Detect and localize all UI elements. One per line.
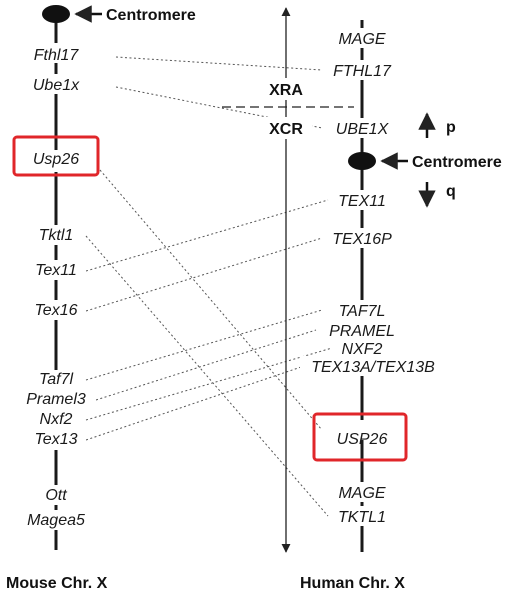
- mouse-gene-ube1x: Ube1x: [33, 77, 80, 94]
- mouse-gene-usp26: Usp26: [33, 151, 79, 168]
- human-centromere: [348, 152, 376, 170]
- homology-line-fthl17: [115, 56, 323, 71]
- human-chromosome-label: Human Chr. X: [300, 575, 405, 592]
- mouse-gene-tktl1: Tktl1: [39, 227, 74, 244]
- human-gene-pramel: PRAMEL: [329, 323, 395, 340]
- mouse-gene-tex16: Tex16: [35, 302, 78, 319]
- homology-line-usp26: [99, 169, 323, 431]
- homology-line-tex16: [85, 237, 323, 312]
- mouse-gene-tex13: Tex13: [35, 431, 78, 448]
- homology-line-taf7l: [85, 309, 323, 381]
- xra-label: XRA: [269, 82, 303, 99]
- xra-xcr-axis: XRA XCR: [222, 7, 354, 553]
- q-arm-label: q: [446, 183, 456, 200]
- mouse-chromosome: Centromere Fthl17 Ube1x Usp26 Tktl1 Tex1…: [6, 5, 196, 592]
- human-gene-tex13a-tex13b: TEX13A/TEX13B: [311, 359, 435, 376]
- human-gene-tex16p: TEX16P: [332, 231, 392, 248]
- homology-line-nxf2: [85, 347, 333, 421]
- human-gene-fthl17: FTHL17: [333, 63, 392, 80]
- mouse-centromere-label: Centromere: [106, 7, 196, 24]
- mouse-gene-tex11: Tex11: [35, 262, 77, 279]
- xcr-label-bg: [262, 117, 312, 139]
- human-usp26-highlight-box: [312, 412, 408, 462]
- mouse-gene-fthl17: Fthl17: [34, 47, 80, 64]
- homology-line-pramel3: [95, 329, 317, 401]
- xcr-label: XCR: [269, 121, 303, 138]
- xra-label-bg: [262, 78, 312, 100]
- human-gene-mage-top: MAGE: [338, 31, 385, 48]
- human-label-backgrounds: [300, 28, 446, 526]
- human-chromosome: Centromere p q MAGE FTHL17 UBE1X TEX11 T…: [300, 20, 502, 592]
- homology-line-tktl1: [85, 235, 329, 517]
- mouse-gene-magea5: Magea5: [27, 512, 85, 529]
- human-gene-usp26: USP26: [337, 431, 388, 448]
- human-gene-tktl1: TKTL1: [338, 509, 386, 526]
- human-gene-tex11: TEX11: [338, 193, 386, 210]
- mouse-gene-pramel3: Pramel3: [26, 391, 86, 408]
- mouse-usp26-bg: [24, 150, 90, 172]
- mouse-gene-ott: Ott: [45, 487, 67, 504]
- human-centromere-label: Centromere: [412, 154, 502, 171]
- human-gene-mage-bottom: MAGE: [338, 485, 385, 502]
- human-gene-nxf2: NXF2: [342, 341, 383, 358]
- mouse-label-backgrounds: [16, 43, 96, 530]
- p-arm-label: p: [446, 119, 456, 136]
- mouse-usp26-highlight-box: [12, 135, 100, 177]
- mouse-chromosome-label: Mouse Chr. X: [6, 575, 108, 592]
- human-gene-taf7l: TAF7L: [339, 303, 386, 320]
- mouse-gene-nxf2: Nxf2: [40, 411, 73, 428]
- homology-line-tex13: [85, 365, 305, 441]
- homology-line-tex11: [85, 199, 329, 272]
- mouse-gene-taf7l: Taf7l: [39, 371, 74, 388]
- homology-line-ube1x: [115, 86, 323, 129]
- mouse-centromere: [42, 5, 70, 23]
- human-gene-ube1x: UBE1X: [336, 121, 390, 138]
